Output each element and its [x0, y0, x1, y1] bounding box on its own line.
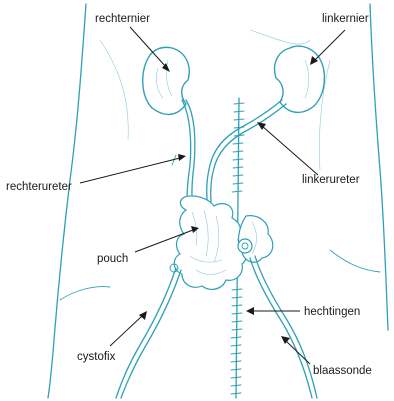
label-linkerureter: linkerureter: [302, 174, 360, 186]
right-ureter: [172, 100, 195, 208]
left-ureter: [207, 100, 286, 212]
label-cystofix: cystofix: [77, 351, 116, 363]
label-hechtingen: hechtingen: [304, 306, 360, 318]
leader-blaassonde: [281, 336, 310, 364]
label-blaassonde: blaassonde: [313, 365, 372, 377]
leader-linkerureter: [257, 122, 318, 175]
blaassonde-tube: [250, 256, 317, 398]
left-kidney: [275, 46, 325, 112]
label-linkernier: linkernier: [322, 13, 369, 25]
leader-linkernier: [310, 30, 345, 65]
leader-rechterureter: [80, 154, 186, 183]
label-rechternier: rechternier: [95, 13, 150, 25]
label-rechterureter: rechterureter: [6, 181, 72, 193]
label-pouch: pouch: [97, 253, 128, 265]
right-kidney: [143, 47, 189, 114]
pouch: [174, 196, 273, 289]
body-outline: [48, 4, 388, 398]
leader-cystofix: [110, 311, 147, 346]
